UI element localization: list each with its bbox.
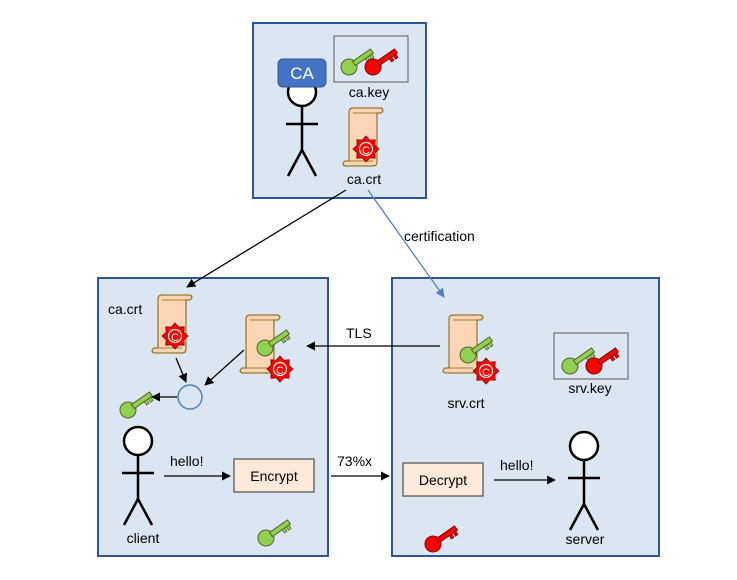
client-cert-label: ca.crt	[108, 301, 142, 317]
decrypt-button[interactable]	[402, 462, 484, 497]
server-cert-seal-letter: C	[482, 367, 490, 379]
ca-badge	[277, 58, 327, 88]
decrypt-button-label: Decrypt	[419, 472, 467, 488]
ca-key-label: ca.key	[349, 84, 389, 100]
client-received-cert-seal-letter: C	[276, 365, 284, 377]
server-person-label: server	[566, 531, 605, 547]
certification-label: certification	[404, 228, 475, 244]
client-message: hello!	[170, 453, 203, 469]
client-panel	[97, 277, 329, 557]
ca-cert-label: ca.crt	[347, 171, 381, 187]
client-person-label: client	[127, 530, 160, 546]
client-verify-node	[177, 384, 203, 410]
client-ca-cert-seal-letter: C	[171, 332, 179, 344]
client-verify-arrow-a	[175, 357, 188, 383]
ca-to-client-arrow	[186, 189, 347, 288]
ca-badge-label: CA	[290, 64, 314, 83]
server-cert-label: srv.crt	[447, 395, 484, 411]
server-panel	[391, 277, 660, 557]
ciphertext-label: 73%x	[337, 453, 372, 469]
ca-cert-seal-letter: C	[362, 145, 370, 157]
tls-label: TLS	[346, 325, 372, 341]
ca-to-server-certification-arrow	[367, 189, 445, 298]
client-verify-arrow-b	[204, 349, 245, 386]
server-message: hello!	[500, 457, 533, 473]
server-key-label: srv.key	[568, 380, 611, 396]
encrypt-button-label: Encrypt	[250, 468, 298, 484]
encrypt-button[interactable]	[233, 458, 315, 493]
